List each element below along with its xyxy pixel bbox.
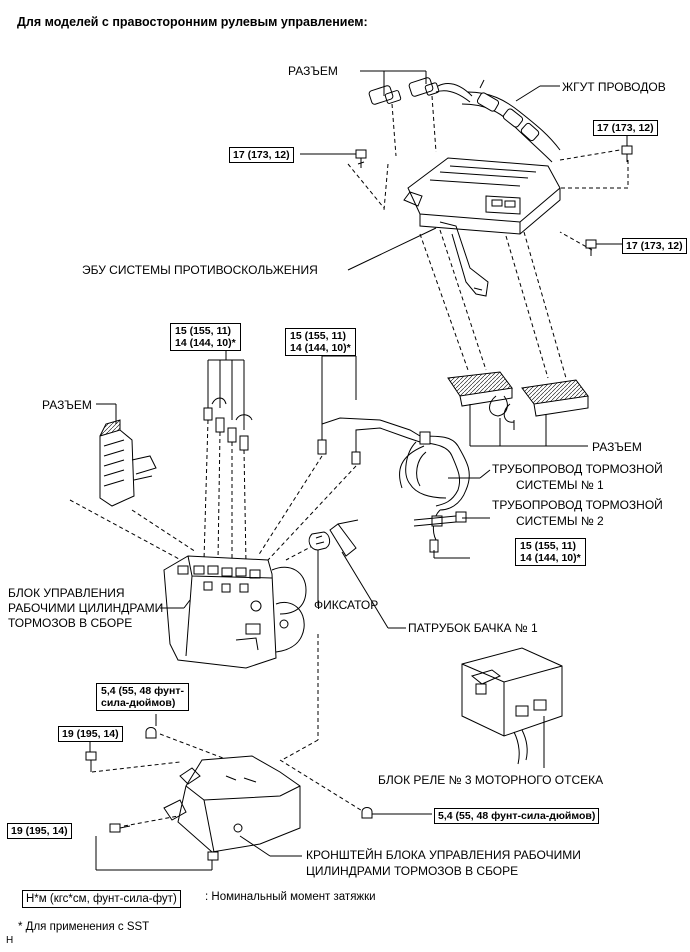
bracket-fasteners — [85, 714, 432, 871]
relay-block — [461, 647, 563, 765]
label-wire-harness: ЖГУТ ПРОВОДОВ — [562, 80, 666, 94]
skid-control-ecu — [403, 157, 561, 297]
legend-torque-box: Н*м (кгс*см, фунт-сила-фут) — [22, 890, 181, 908]
legend-torque-text: : Номинальный момент затяжки — [205, 891, 376, 903]
label-brake-line-2-a: ТРУБОПРОВОД ТОРМОЗНОЙ — [492, 498, 663, 512]
torque-line-right-a: 15 (155, 11) — [520, 540, 577, 552]
label-actuator-b: РАБОЧИМИ ЦИЛИНДРАМИ — [8, 601, 164, 615]
torque-ecu-right-top: 17 (173, 12) — [593, 120, 658, 136]
torque-line-mid-b: 14 (144, 10)* — [290, 342, 351, 354]
clip-and-hose — [308, 519, 359, 557]
label-reservoir-hose: ПАТРУБОК БАЧКА № 1 — [408, 621, 538, 635]
torque-nut-left-b: сила-дюймов) — [101, 697, 176, 709]
label-brake-line-1-a: ТРУБОПРОВОД ТОРМОЗНОЙ — [492, 462, 663, 476]
label-actuator-c: ТОРМОЗОВ В СБОРЕ — [8, 616, 133, 630]
label-bracket-a: КРОНШТЕЙН БЛОКА УПРАВЛЕНИЯ РАБОЧИМИ — [306, 848, 581, 862]
label-actuator-a: БЛОК УПРАВЛЕНИЯ — [8, 586, 125, 600]
torque-line-mid: 15 (155, 11) 14 (144, 10)* — [285, 328, 356, 356]
brake-actuator-assembly — [163, 555, 307, 669]
ecu-dashed-leaders — [347, 95, 629, 379]
legend-sst-note: * Для применения с SST — [18, 921, 150, 933]
label-clip: ФИКСАТОР — [314, 598, 379, 612]
torque-line-left-a: 15 (155, 11) — [175, 325, 232, 337]
torque-line-mid-a: 15 (155, 11) — [290, 330, 347, 342]
torque-line-left: 15 (155, 11) 14 (144, 10)* — [170, 323, 241, 351]
torque-line-right: 15 (155, 11) 14 (144, 10)* — [515, 538, 586, 566]
label-brake-line-2-b: СИСТЕМЫ № 2 — [516, 514, 604, 528]
torque-bolt-19-lower: 19 (195, 14) — [7, 823, 72, 839]
torque-nut-left: 5,4 (55, 48 фунт- сила-дюймов) — [96, 683, 189, 711]
torque-line-left-b: 14 (144, 10)* — [175, 337, 236, 349]
torque-line-right-b: 14 (144, 10)* — [520, 552, 581, 564]
corner-mark: H — [6, 935, 14, 946]
torque-ecu-left: 17 (173, 12) — [229, 147, 294, 163]
torque-nut-left-a: 5,4 (55, 48 фунт- — [101, 685, 184, 697]
torque-ecu-right-low: 17 (173, 12) — [622, 238, 687, 254]
actuator-bracket — [163, 755, 301, 861]
brake-lines — [317, 417, 470, 553]
left-flare-nuts — [203, 340, 253, 451]
torque-bolt-19-upper: 19 (195, 14) — [58, 726, 123, 742]
label-connector-left: РАЗЪЕМ — [42, 398, 92, 412]
page-title: Для моделей с правосторонним рулевым упр… — [17, 15, 368, 29]
ecu-connectors — [447, 371, 589, 430]
label-ecu: ЭБУ СИСТЕМЫ ПРОТИВОСКОЛЬЖЕНИЯ — [82, 263, 318, 277]
wire-harness — [461, 79, 561, 163]
label-relay-block: БЛОК РЕЛЕ № 3 МОТОРНОГО ОТСЕКА — [378, 773, 604, 787]
label-brake-line-1-b: СИСТЕМЫ № 1 — [516, 478, 604, 492]
top-connectors — [368, 77, 473, 105]
torque-nut-right: 5,4 (55, 48 фунт-сила-дюймов) — [434, 808, 600, 824]
actuator-connector — [99, 419, 157, 507]
label-connector-top: РАЗЪЕМ — [288, 64, 338, 78]
label-connector-right: РАЗЪЕМ — [592, 440, 642, 454]
label-bracket-b: ЦИЛИНДРАМИ ТОРМОЗОВ В СБОРЕ — [306, 864, 519, 878]
